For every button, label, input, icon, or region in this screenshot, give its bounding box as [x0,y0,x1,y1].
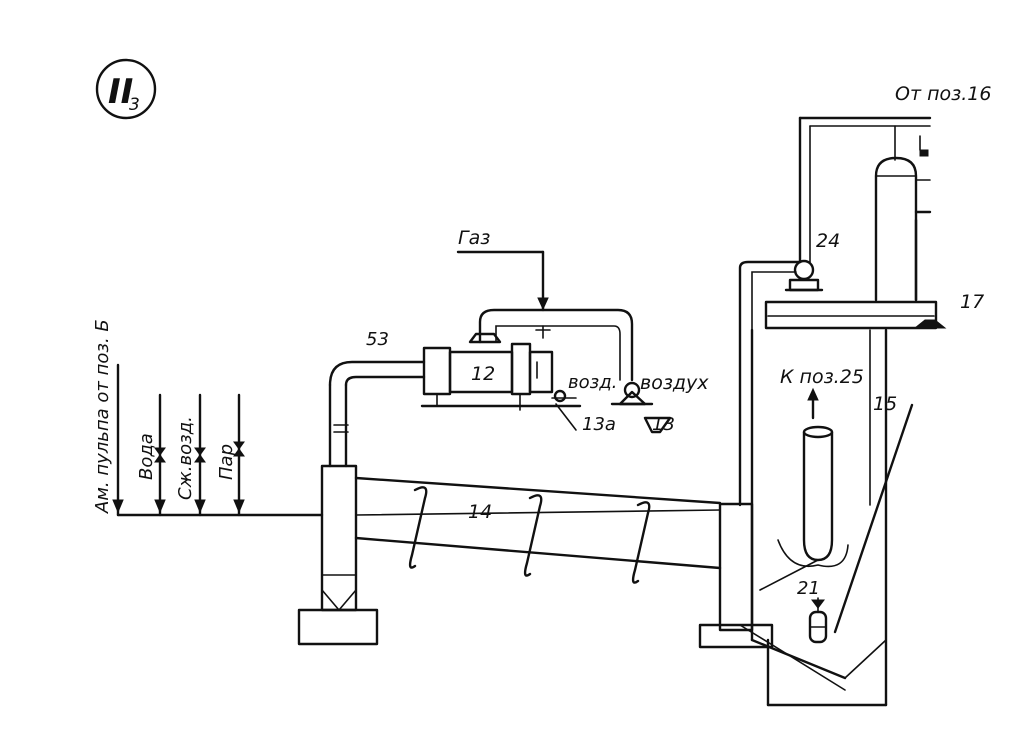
label-pos15: 15 [873,393,897,415]
rotary-drum [354,476,722,584]
feed-lines [112,363,324,517]
label-from-pos16: От поз.16 [895,83,991,105]
label-pos13a: 13а [582,414,616,435]
platform-17 [764,300,947,330]
label-steam: Пар [216,444,237,480]
sheet-mark-subscript: 3 [129,95,140,115]
label-air-short: возд. [568,372,617,393]
label-gas: Газ [458,227,490,249]
sheet-mark: II 3 [95,58,157,120]
label-pos21: 21 [797,578,820,599]
label-water: Вода [136,433,157,480]
label-pos13: 13 [652,414,675,435]
label-compressed-air: Сж.возд. [175,416,196,500]
label-air: воздух [640,372,709,394]
label-to-pos25: К поз.25 [780,366,864,388]
pipe-53 [328,360,426,387]
label-pos17: 17 [960,291,984,313]
heater-12 [420,250,672,434]
feed-chamber [297,383,379,646]
label-pos53: 53 [366,329,389,350]
label-pos12: 12 [471,363,495,385]
label-pos24: 24 [816,230,840,252]
label-pos14: 14 [468,501,492,523]
label-ammonia-pulp: Ам. пульпа от поз. Б [92,319,113,514]
pump-and-vessel [738,116,932,507]
sheet-mark-numeral: II [108,72,133,112]
